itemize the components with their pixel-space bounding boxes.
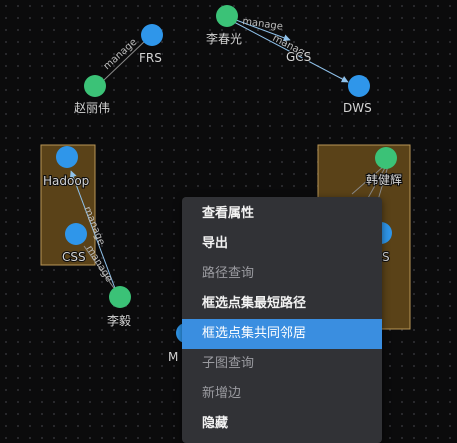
node-zhaoliwei-circle[interactable] (84, 75, 106, 97)
node-m-label: M (168, 350, 178, 364)
menu-item-add-edge[interactable]: 新增边 (202, 386, 242, 401)
node-frs-circle[interactable] (141, 24, 163, 46)
node-liyi-circle[interactable] (109, 286, 131, 308)
menu-item-common-neighbors[interactable]: 框选点集共同邻居 (182, 319, 382, 349)
node-css-label: CSS (62, 250, 86, 264)
edge-hanjianhui-3[interactable] (377, 165, 389, 201)
context-menu: 查看属性 导出 路径查询 框选点集最短路径 框选点集共同邻居 子图查询 新增边 … (182, 197, 382, 443)
menu-item-subgraph-query[interactable]: 子图查询 (202, 356, 255, 371)
node-liyi[interactable]: 李毅 (106, 286, 132, 329)
node-frs-label: FRS (139, 51, 162, 65)
node-hadoop[interactable]: Hadoop (42, 146, 90, 189)
node-lichunguang-circle[interactable] (216, 5, 238, 27)
node-hanjianhui-circle[interactable] (375, 147, 397, 169)
node-zhaoliwei[interactable]: 赵丽伟 (73, 75, 111, 116)
edge-liyi-hadoop[interactable] (69, 170, 117, 292)
edge-zhaoliwei-frs[interactable] (103, 39, 147, 81)
node-dws-circle[interactable] (348, 75, 370, 97)
node-liyi-label: 李毅 (107, 313, 131, 328)
menu-item-export[interactable]: 导出 (202, 236, 229, 251)
menu-item-shortest-path[interactable]: 框选点集最短路径 (202, 296, 307, 311)
node-gcs[interactable]: GCS (285, 49, 312, 65)
node-hadoop-circle[interactable] (56, 146, 78, 168)
node-lichunguang[interactable]: 李春光 (205, 5, 243, 47)
edge-label-zhaoliwei-frs: manage (102, 37, 140, 73)
node-dws-label: DWS (343, 101, 372, 115)
node-gcs-label: GCS (286, 50, 311, 64)
menu-item-hide[interactable]: 隐藏 (202, 416, 229, 431)
node-css-circle[interactable] (65, 223, 87, 245)
node-hanjianhui-label: 韩健辉 (366, 172, 402, 187)
menu-item-path-query[interactable]: 路径查询 (202, 266, 255, 281)
node-css[interactable]: CSS (61, 223, 87, 265)
edge-lichunguang-gcs[interactable] (235, 19, 291, 42)
edge-liyi-css[interactable] (83, 245, 117, 292)
node-right-blue-label: S (382, 250, 390, 264)
node-hadoop-label: Hadoop (43, 174, 89, 188)
edge-hanjianhui-1[interactable] (351, 165, 385, 195)
node-frs[interactable]: FRS (138, 24, 163, 66)
edge-lichunguang-dws[interactable] (233, 21, 349, 83)
edge-hanjianhui-2[interactable] (367, 165, 387, 199)
node-hanjianhui[interactable]: 韩健辉 (365, 147, 403, 188)
node-zhaoliwei-label: 赵丽伟 (74, 101, 110, 115)
node-dws[interactable]: DWS (342, 75, 373, 116)
node-lichunguang-label: 李春光 (206, 31, 242, 46)
menu-item-view-properties[interactable]: 查看属性 (202, 206, 255, 221)
